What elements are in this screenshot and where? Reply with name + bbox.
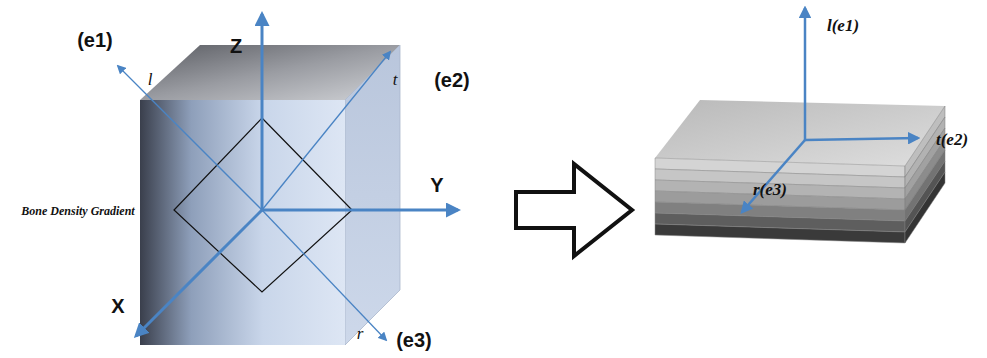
- r-axis: [262, 210, 386, 340]
- l-axis: [118, 66, 262, 210]
- axis-label: r: [357, 325, 364, 344]
- z-axis: [261, 14, 264, 210]
- basis-label: (e1): [77, 29, 113, 51]
- x-axis: [136, 210, 262, 336]
- basis-label: (e2): [434, 69, 470, 91]
- cube-front: [140, 100, 345, 345]
- gradient-label: Bone Density Gradient: [21, 205, 134, 218]
- slab-layer: [905, 172, 945, 243]
- axis-label: t(e2): [936, 131, 968, 150]
- axis-label: Y: [430, 174, 443, 196]
- y-axis: [262, 209, 458, 212]
- basis-label: (e3): [396, 329, 432, 351]
- t-axis: [805, 138, 918, 140]
- t-axis: [262, 52, 390, 210]
- axis-label: l: [148, 71, 153, 90]
- r-axis: [742, 140, 805, 212]
- axis-label: Z: [230, 35, 242, 57]
- cube-side: [345, 45, 400, 345]
- l-axis: [804, 8, 807, 140]
- layered-slab: [655, 100, 945, 243]
- axis-label: r(e3): [753, 181, 787, 200]
- slab-layer: [655, 224, 905, 243]
- cube-axes: [118, 14, 458, 340]
- axis-label: X: [111, 295, 124, 317]
- axis-label: t: [393, 71, 398, 90]
- slab-top: [655, 100, 945, 166]
- axis-label: l(e1): [827, 17, 859, 36]
- slab-layer: [905, 161, 945, 232]
- cube: [140, 45, 400, 345]
- slab-axes: [742, 8, 918, 212]
- transform-arrow: [516, 164, 632, 256]
